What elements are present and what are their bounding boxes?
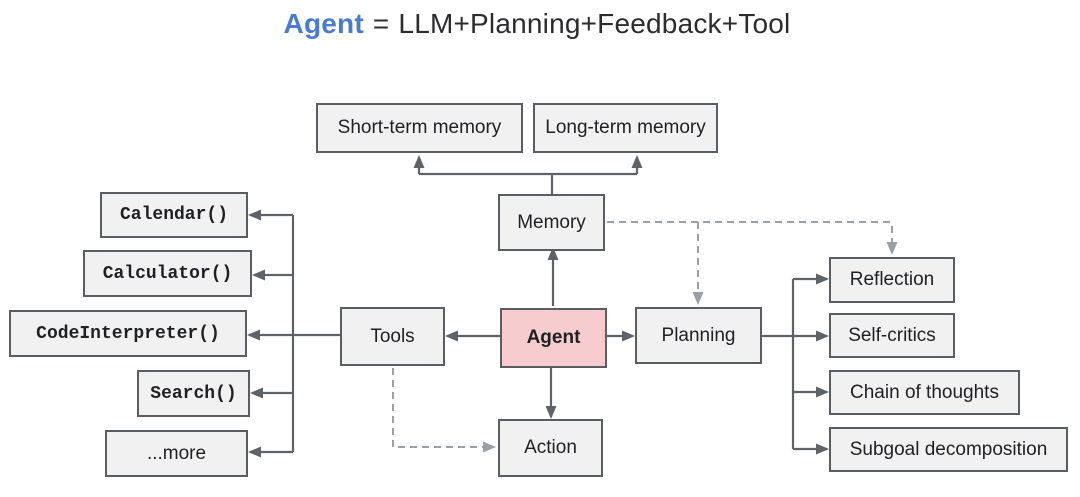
node-code-interpreter-label: CodeInterpreter()	[36, 323, 220, 344]
node-memory-label: Memory	[517, 211, 586, 233]
node-agent-label: Agent	[526, 327, 581, 348]
node-tools: Tools	[340, 307, 445, 366]
node-chain-of-thoughts: Chain of thoughts	[829, 370, 1020, 415]
node-long-term-memory: Long-term memory	[533, 103, 718, 153]
node-calculator-label: Calculator()	[102, 263, 233, 284]
node-reflection-label: Reflection	[849, 269, 935, 290]
node-short-term-memory-label: Short-term memory	[337, 117, 502, 138]
node-calculator: Calculator()	[83, 250, 252, 297]
node-more: ...more	[105, 430, 248, 477]
node-calendar-label: Calendar()	[119, 205, 229, 225]
node-planning-label: Planning	[661, 324, 736, 346]
node-planning: Planning	[635, 307, 762, 364]
node-subgoal-decomposition-label: Subgoal decomposition	[849, 438, 1048, 460]
title-agent-word: Agent	[283, 8, 364, 39]
node-short-term-memory: Short-term memory	[316, 103, 523, 153]
title-formula: LLM+Planning+Feedback+Tool	[398, 8, 791, 39]
node-calendar: Calendar()	[100, 192, 248, 238]
node-reflection: Reflection	[829, 257, 955, 303]
node-subgoal-decomposition: Subgoal decomposition	[829, 427, 1068, 472]
node-more-label: ...more	[146, 442, 207, 464]
node-search-label: Search()	[150, 383, 237, 404]
node-tools-label: Tools	[370, 325, 415, 347]
page-title: Agent = LLM+Planning+Feedback+Tool	[0, 8, 1074, 40]
node-agent: Agent	[500, 308, 607, 368]
node-search: Search()	[137, 370, 250, 417]
node-action-label: Action	[524, 437, 577, 458]
title-equals-sign: =	[372, 8, 390, 39]
node-self-critics-label: Self-critics	[848, 324, 936, 346]
node-code-interpreter: CodeInterpreter()	[9, 310, 247, 357]
node-action: Action	[498, 419, 603, 477]
node-chain-of-thoughts-label: Chain of thoughts	[850, 381, 999, 403]
node-long-term-memory-label: Long-term memory	[545, 117, 706, 138]
node-self-critics: Self-critics	[829, 313, 955, 358]
node-memory: Memory	[498, 194, 605, 251]
